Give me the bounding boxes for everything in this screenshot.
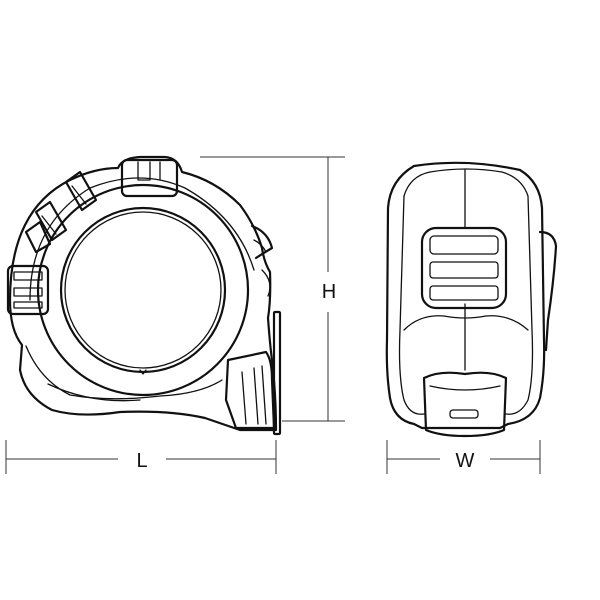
height-label: H — [322, 281, 336, 303]
side-housing-inner — [29, 177, 255, 301]
side-grip-upper — [24, 170, 98, 254]
front-housing-inner — [403, 168, 534, 415]
front-belt-clip — [538, 230, 558, 352]
side-view — [6, 155, 282, 436]
side-bottom-contour — [25, 345, 223, 400]
dimension-width — [386, 440, 541, 474]
side-blade-exit — [224, 310, 282, 436]
dimension-height — [200, 156, 345, 422]
length-label: L — [136, 450, 147, 472]
width-label: W — [456, 450, 475, 472]
side-outer-ring — [36, 183, 250, 397]
front-view — [385, 161, 558, 438]
front-lock-button — [420, 226, 508, 310]
side-lock-button — [6, 264, 50, 316]
dimension-length — [5, 440, 277, 474]
side-dial-edge — [64, 211, 222, 369]
side-inner-dial — [59, 206, 227, 374]
side-blade-hook — [272, 310, 282, 436]
side-housing-outline — [8, 155, 278, 432]
front-housing-outline — [385, 161, 546, 430]
side-dial-notch — [139, 369, 147, 375]
front-blade-hook — [422, 371, 508, 438]
side-clip-hook — [250, 224, 274, 297]
side-top-clip — [120, 158, 179, 198]
